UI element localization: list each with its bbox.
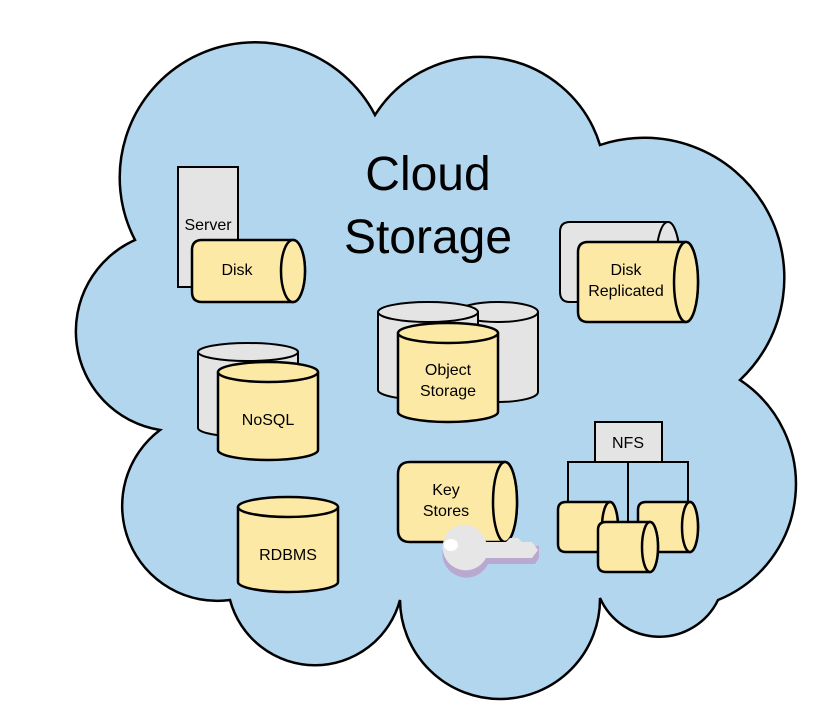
disk-replicated-label-2: Replicated xyxy=(588,283,664,300)
object-storage-cylinder xyxy=(396,333,500,424)
key-stores-cylinder-end xyxy=(491,460,519,544)
rdbms-cylinder-top xyxy=(236,495,340,519)
nosql-label: NoSQL xyxy=(242,412,295,429)
key-stores-label-1: Key xyxy=(432,482,460,499)
disk-replicated-cylinder-end xyxy=(672,240,700,324)
object-storage-label-2: Storage xyxy=(420,383,476,400)
nosql-cylinder xyxy=(216,372,320,462)
object-storage-back-left-top xyxy=(377,301,479,323)
title-line2: Storage xyxy=(344,211,512,264)
object-storage-cylinder-top xyxy=(396,321,500,345)
rdbms-cylinder xyxy=(236,507,340,594)
object-storage-label-1: Object xyxy=(425,362,472,379)
nosql-back-cylinder-top xyxy=(197,342,299,362)
nfs-label: NFS xyxy=(612,435,644,452)
nosql: NoSQL xyxy=(197,342,320,462)
server-with-disk: Server Disk xyxy=(177,166,307,304)
nfs-box xyxy=(594,421,663,463)
key-stores: Key Stores xyxy=(396,460,539,578)
title-line1: Cloud xyxy=(365,148,490,201)
disk-replicated-label-1: Disk xyxy=(610,262,642,279)
nfs-disk-middle-end xyxy=(640,520,660,574)
rdbms: RDBMS xyxy=(236,495,340,594)
disk-cylinder-end xyxy=(279,238,307,304)
object-storage: Object Storage xyxy=(377,301,539,424)
key-icon xyxy=(442,524,539,578)
nosql-cylinder-top xyxy=(216,360,320,384)
disk-label: Disk xyxy=(221,262,253,279)
server-label: Server xyxy=(184,217,232,234)
nfs-disk-right-end xyxy=(680,500,700,554)
disk-replicated: Disk Replicated xyxy=(559,221,700,324)
rdbms-label: RDBMS xyxy=(259,547,317,564)
nfs: NFS xyxy=(556,421,700,574)
key-stores-label-2: Stores xyxy=(423,503,469,520)
